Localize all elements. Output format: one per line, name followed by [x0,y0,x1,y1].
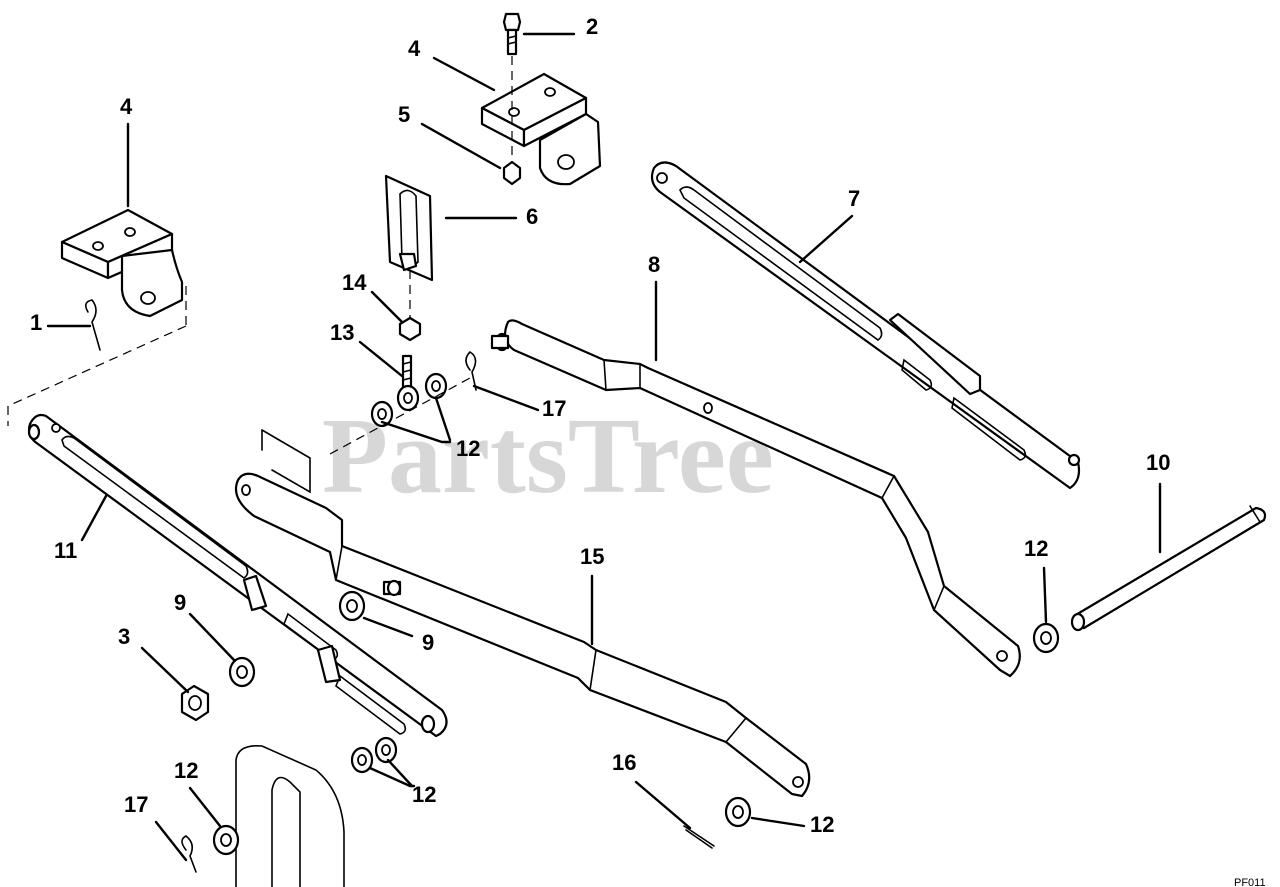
washer-bottom-right[interactable] [724,796,752,828]
callout-14: 14 [342,270,367,295]
callout-17-mid: 17 [542,396,566,421]
callout-7: 7 [848,186,860,211]
callout-16: 16 [612,750,636,775]
hanger-bracket-left[interactable] [60,208,184,318]
slotted-plate[interactable] [384,174,434,282]
lift-arm-lower[interactable] [234,472,811,798]
callout-4-top: 4 [408,36,421,61]
lift-arm-upper[interactable] [490,319,1021,678]
lock-nut[interactable] [398,316,422,342]
callout-12-mid: 12 [456,436,480,461]
frame-fragment-bottom [235,744,345,887]
slotted-link-left[interactable] [27,413,448,738]
callout-5: 5 [398,102,410,127]
callout-17-bottom: 17 [124,792,148,817]
lift-rod[interactable] [1070,505,1267,632]
callout-12-bottom-right: 12 [810,812,834,837]
callout-12-pair: 12 [412,782,436,807]
washer-9-left[interactable] [228,656,256,688]
callout-8: 8 [648,252,660,277]
callout-2: 2 [586,14,598,39]
callout-1: 1 [30,310,42,335]
hitch-pin-left[interactable] [84,299,101,351]
callout-12-right: 12 [1024,536,1048,561]
callout-6: 6 [526,204,538,229]
hitch-pin-bottom[interactable] [181,835,197,873]
washer-9-right[interactable] [338,590,366,622]
hex-nut-3[interactable] [180,684,210,722]
drawing-code: PF011 [1234,877,1266,887]
washer-bottom-left[interactable] [212,824,240,856]
callout-15: 15 [580,544,604,569]
callout-9-left: 9 [174,590,186,615]
callout-3: 3 [118,624,130,649]
callout-9-right: 9 [422,630,434,655]
adjust-screw[interactable] [396,354,420,412]
callout-11: 11 [54,538,77,563]
washer-pair-lower[interactable] [350,736,398,774]
cotter-pin[interactable] [683,825,715,849]
washer-small-pair[interactable] [370,372,448,428]
hanger-bracket-top[interactable] [480,72,602,186]
frame-fragment-top [261,429,311,494]
callout-13: 13 [330,320,354,345]
hitch-pin-mid[interactable] [465,350,477,391]
callout-10: 10 [1146,450,1170,475]
callout-12-lower: 12 [174,758,198,783]
washer-rod[interactable] [1032,622,1060,654]
callout-4-left: 4 [120,94,133,119]
slotted-link-upper[interactable] [650,161,1081,490]
hex-bolt-top[interactable] [502,12,522,56]
hex-nut-top[interactable] [502,160,522,186]
